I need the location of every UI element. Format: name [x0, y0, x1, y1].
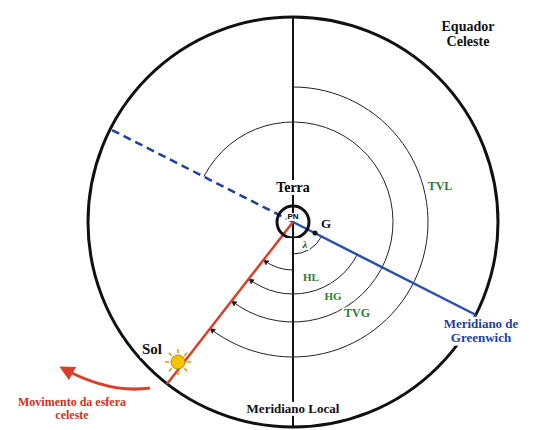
meridian-label: Meridiano de Greenwich — [427, 317, 535, 346]
sun-ray — [177, 371, 179, 375]
sun-label: Sol — [140, 341, 164, 358]
earth-circle: TerraPN — [263, 180, 323, 238]
greenwich-point — [313, 231, 318, 236]
angle-label: HG — [322, 290, 343, 302]
sun-hour-line — [167, 222, 293, 384]
angle-label: TVG — [342, 307, 372, 320]
longitude-symbol: λ — [301, 238, 310, 250]
sun-ray — [169, 368, 172, 371]
motion-label: Movimento da esfera celeste — [15, 396, 129, 422]
angle-arcs — [204, 87, 428, 357]
longitude-arc — [293, 237, 322, 254]
angle-label: TVL — [426, 180, 455, 193]
greenwich-meridian-line — [293, 222, 476, 315]
greenwich-point-label: G — [319, 217, 333, 231]
sphere-motion-arrow — [62, 368, 150, 389]
local-solar-time-arc — [210, 87, 428, 357]
sun-ray — [169, 353, 172, 356]
sun-ray — [187, 361, 191, 363]
earth-label: Terra — [274, 180, 312, 195]
sun-disc — [171, 355, 185, 369]
local-hour-angle-arc — [263, 260, 293, 270]
greenwich-solar-time-arc — [204, 122, 393, 322]
pole-label: PN — [286, 213, 299, 221]
sun-ray — [184, 368, 187, 371]
sun-ray — [184, 353, 187, 356]
greenwich-hour-angle-arc — [249, 255, 357, 294]
equator-label: Equador Celeste — [424, 19, 512, 50]
greenwich-antimeridian-line — [110, 129, 293, 222]
angle-label: HL — [301, 271, 321, 283]
meridian-label: Meridiano Local — [245, 402, 342, 416]
celestial-equator-circle — [88, 17, 498, 427]
sun-symbol — [165, 349, 191, 375]
earth-ring — [277, 206, 309, 238]
sun-ray — [177, 349, 179, 353]
sun-ray — [165, 361, 169, 363]
